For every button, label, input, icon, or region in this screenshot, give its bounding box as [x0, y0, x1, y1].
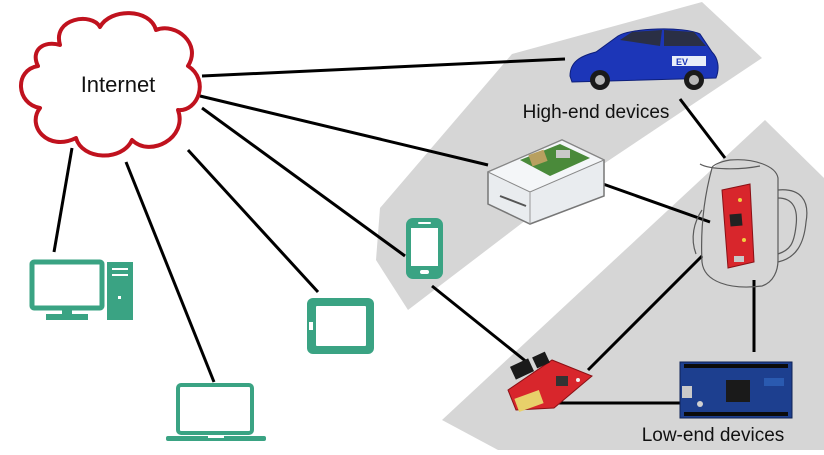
link-wifi-kettle [586, 254, 704, 372]
link-internet-laptop [124, 161, 216, 383]
svg-text:EV: EV [676, 57, 688, 67]
link-minipc-kettle [602, 182, 711, 224]
link-phone-wifi [431, 284, 529, 365]
link-internet-minipc [199, 94, 489, 167]
link-internet-tablet [186, 148, 320, 294]
link-internet-phone [201, 106, 406, 258]
link-internet-desktop [52, 147, 74, 253]
wifi-board-icon [507, 351, 593, 413]
link-car-kettle [678, 98, 727, 159]
high-end-label: High-end devices [523, 102, 670, 123]
smartphone-icon [406, 218, 443, 279]
raspberry-pi-case-icon [486, 139, 606, 225]
smart-kettle-icon [692, 159, 808, 288]
laptop-icon [166, 383, 266, 441]
kettle-controller-board-icon [721, 183, 755, 269]
arduino-due-board-icon [679, 361, 793, 419]
tablet-icon [307, 298, 374, 354]
electric-car-icon: EV [569, 28, 719, 90]
low-end-label: Low-end devices [642, 425, 785, 446]
network-links [52, 57, 756, 405]
desktop-computer-icon [29, 259, 133, 320]
internet-label: Internet [81, 72, 156, 97]
cloud-icon [19, 11, 202, 158]
link-internet-car [201, 57, 566, 78]
